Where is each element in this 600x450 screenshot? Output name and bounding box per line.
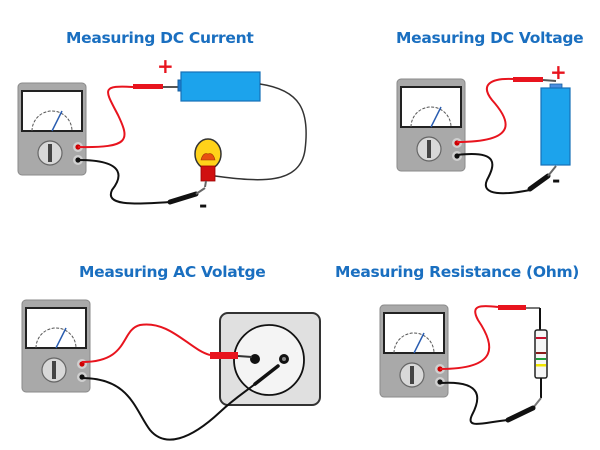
panel-dc-current bbox=[17, 71, 307, 205]
plus-sign-dc-voltage: + bbox=[550, 60, 567, 84]
panel-resistance bbox=[379, 304, 548, 425]
title-ac-voltage: Measuring AC Volatge bbox=[79, 263, 266, 281]
minus-sign-dc-current: - bbox=[199, 193, 208, 217]
resistor bbox=[534, 329, 548, 379]
battery-pack bbox=[180, 71, 261, 102]
resistor-band bbox=[536, 364, 546, 367]
panel-ac-voltage bbox=[21, 299, 321, 441]
plus-sign-dc-current: + bbox=[157, 54, 174, 78]
red-test-lead bbox=[456, 77, 514, 143]
resistor-band bbox=[536, 337, 546, 339]
multimeter-dc-current bbox=[17, 82, 87, 176]
red-probe bbox=[133, 84, 163, 89]
red-probe bbox=[210, 352, 238, 359]
red-test-lead bbox=[81, 323, 211, 363]
black-test-lead bbox=[456, 153, 531, 195]
battery-cell bbox=[540, 87, 571, 166]
red-test-lead bbox=[439, 305, 499, 370]
black-test-lead bbox=[439, 381, 509, 425]
multimeter-ac-voltage bbox=[21, 299, 91, 393]
title-resistance: Measuring Resistance (Ohm) bbox=[335, 263, 580, 281]
red-test-lead bbox=[77, 85, 134, 149]
minus-sign-dc-voltage: - bbox=[552, 168, 561, 192]
black-test-lead bbox=[77, 159, 171, 205]
red-probe bbox=[498, 305, 526, 310]
resistor-band bbox=[536, 358, 546, 360]
light-bulb bbox=[194, 138, 222, 188]
red-probe bbox=[513, 77, 543, 82]
title-dc-voltage: Measuring DC Voltage bbox=[396, 29, 584, 47]
black-test-lead bbox=[81, 377, 256, 441]
title-dc-current: Measuring DC Current bbox=[66, 29, 254, 47]
circuit-wire bbox=[214, 83, 307, 181]
multimeter-resistance bbox=[379, 304, 449, 398]
resistor-band bbox=[536, 352, 546, 354]
black-probe bbox=[527, 173, 551, 192]
panel-dc-voltage bbox=[396, 77, 571, 195]
black-probe bbox=[253, 364, 280, 386]
black-probe bbox=[505, 405, 536, 423]
black-probe bbox=[167, 191, 199, 205]
multimeter-dc-voltage bbox=[396, 78, 466, 172]
